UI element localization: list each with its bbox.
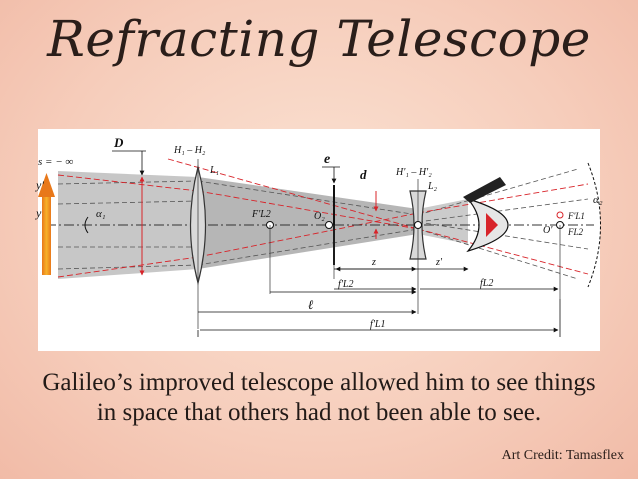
telescope-diagram-svg: α₁ s = − ∞ y' y H₁ – H₂ L₁ D F'L2 O₂ e [35,135,603,337]
l-label: ℓ [308,297,314,312]
s-label: s = − ∞ [38,156,73,168]
object-arrow [38,173,55,275]
h1ph2p-label: H'₁ – H'₂ [395,167,432,178]
l1-label: L₁ [209,165,219,176]
exit-beam [418,199,468,244]
z-label: z [371,257,376,268]
y-label: y [35,206,42,220]
caption: Galileo’s improved telescope allowed him… [0,368,638,428]
page-title: Refracting Telescope [47,10,591,68]
h1h2-label: H₁ – H₂ [173,145,206,156]
alpha1-label: α₁ [96,208,106,220]
fpl1-dim-label: f'L1 [370,319,385,330]
caption-line-1: Galileo’s improved telescope allowed him… [42,369,596,396]
y-prime-label: y' [35,178,44,192]
eye [463,177,509,253]
caption-line-2: in space that others had not been able t… [96,399,542,426]
fpl2-label: f'L2 [338,279,353,290]
f-l2-label: FL2 [567,227,584,237]
telescope-diagram: α₁ s = − ∞ y' y H₁ – H₂ L₁ D F'L2 O₂ e [35,129,603,351]
o2-label: O₂ [314,211,325,222]
d-label: d [360,167,367,182]
z-prime-label: z' [435,257,443,268]
o-prime-label: O' [543,225,553,236]
gray-rays [57,168,589,280]
e-label: e [324,152,330,167]
fl2-dim-label: fL2 [480,278,493,289]
alpha2-arc [587,162,601,288]
l2-label: L₂ [427,181,438,192]
d-aperture-label: D [113,135,124,150]
art-credit: Art Credit: Tamasflex [501,448,624,463]
fpl1-label: F'L1 [567,211,585,221]
alpha2-label: α₂ [593,194,603,206]
fl2-label: F'L2 [251,209,271,220]
alpha1-arc [84,216,89,234]
